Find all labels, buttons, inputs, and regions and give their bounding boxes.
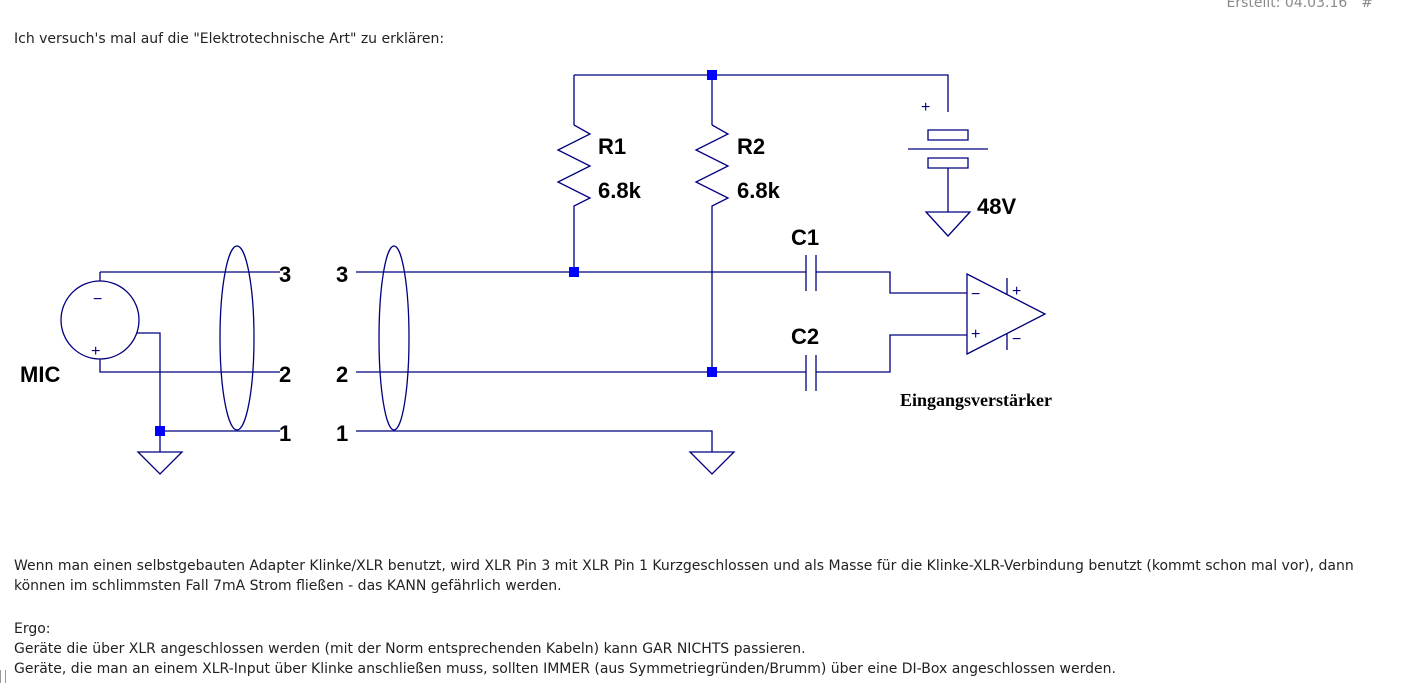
right-ground-symbol [688,451,736,475]
amp-triangle [966,272,1047,356]
permalink-hash[interactable]: # [1361,0,1373,11]
r2-name: R2 [737,134,765,159]
mic-minus-sign: − [93,291,102,308]
junction-r2-pin2 [707,367,717,377]
c1-out-wire [816,271,967,294]
amp-plus-sign: + [971,326,980,343]
r1-value: 6.8k [598,178,642,203]
junction-r1-pin3 [569,267,579,277]
conclusion-line-1: Geräte die über XLR angeschlossen werden… [14,641,806,657]
junction-top [707,70,717,80]
explanation-line-1: Wenn man einen selbstgebauten Adapter Kl… [14,558,1354,574]
conclusion-paragraph: Ergo: Geräte die über XLR angeschlossen … [14,619,1116,679]
mic-plus-sign: + [91,343,100,360]
junction-mic-ground [155,426,165,436]
created-date: Erstellt: 04.03.16 [1226,0,1348,11]
left-ground-symbol [136,451,184,475]
battery-voltage: 48V [977,194,1016,219]
left-pin1-wire [137,332,280,432]
mic-label: MIC [20,362,60,387]
left-cable-shield [219,245,255,431]
right-pin-2: 2 [336,362,348,387]
r2-resistor [694,124,730,372]
battery-ground-symbol [924,211,972,237]
intro-text: Ich versuch's mal auf die "Elektrotechni… [14,31,445,47]
amp-label: Eingangsverstärker [900,390,1052,410]
r1-resistor [556,124,592,272]
conclusion-line-2: Geräte, die man an einem XLR-Input über … [14,661,1116,677]
c1-plates [805,255,817,291]
left-pin-1: 1 [279,421,291,446]
explanation-paragraph: Wenn man einen selbstgebauten Adapter Kl… [14,556,1354,596]
conclusion-heading: Ergo: [14,621,51,637]
left-pin-2: 2 [279,362,291,387]
right-pin-3: 3 [336,262,348,287]
amp-minus-sign: − [971,286,980,303]
r1-name: R1 [598,134,626,159]
explanation-line-2: können im schlimmsten Fall 7mA Strom fli… [14,578,562,594]
phantom-power-schematic: + − + − + + − R1 6.8k R2 6.8k 48V C1 C2 … [20,70,1052,475]
right-pin1-wire [356,430,713,452]
amp-supply-minus-sign: − [1012,331,1021,348]
r2-value: 6.8k [737,178,781,203]
right-pin-1: 1 [336,421,348,446]
junctions [155,70,717,436]
top-rail-wire [574,74,949,112]
c2-out-wire [816,334,967,373]
battery-plate-top [927,129,969,141]
right-cable-shield [378,245,410,431]
c2-name: C2 [791,324,819,349]
wires [60,74,1047,475]
left-pin-3: 3 [279,262,291,287]
left-edge-handle [0,670,6,683]
amp-supply-plus-sign: + [1012,283,1021,300]
post-meta: Erstellt: 04.03.16 # [1226,0,1373,11]
c1-name: C1 [791,225,819,250]
left-pin2-wire [99,359,280,373]
battery-plate-bottom [927,157,969,169]
c2-plates [805,355,817,391]
battery-plus-sign: + [921,99,930,116]
